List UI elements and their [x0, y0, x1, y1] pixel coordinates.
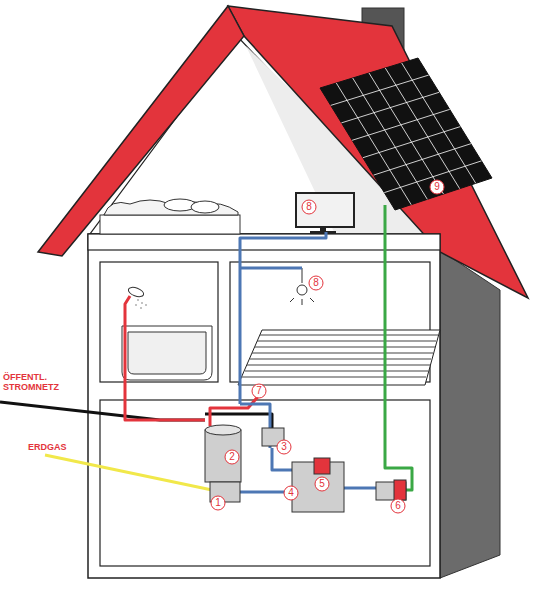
- callout-number: 1: [211, 496, 226, 511]
- callout-number: 9: [430, 180, 445, 195]
- callout-number: 8: [302, 200, 317, 215]
- solar-line: [385, 205, 412, 490]
- gas-pipe: [45, 455, 212, 490]
- side-wall: [440, 250, 500, 578]
- hot-water-pipe: [125, 296, 205, 420]
- bed: [100, 199, 240, 234]
- inverter: [376, 480, 406, 500]
- roof-left: [38, 6, 244, 256]
- basement: [100, 400, 430, 566]
- bathroom: [100, 262, 218, 382]
- monitor: [296, 193, 354, 234]
- floor-heating: [238, 330, 440, 385]
- callout-number: 6: [391, 499, 406, 514]
- pipes: [0, 205, 412, 492]
- callout-number: 7: [252, 384, 267, 399]
- electric-line: [344, 487, 376, 490]
- electric-line: [240, 232, 326, 404]
- callout-number: 2: [225, 450, 240, 465]
- solar-panel: [320, 58, 492, 210]
- electric-line: [240, 267, 302, 270]
- supply-label: ÖFFENTL. STROMNETZ: [3, 372, 65, 392]
- power-cable: [0, 402, 205, 420]
- battery-unit: [292, 458, 344, 512]
- attic-floor: [88, 234, 440, 250]
- house-body: [88, 234, 440, 578]
- callout-number: 4: [284, 486, 299, 501]
- callout-number: 3: [277, 440, 292, 455]
- callout-number: 5: [315, 477, 330, 492]
- bathtub: [122, 326, 212, 380]
- supply-label: ERDGAS: [28, 442, 78, 452]
- callout-number: 8: [309, 276, 324, 291]
- storage-tank: [205, 425, 241, 482]
